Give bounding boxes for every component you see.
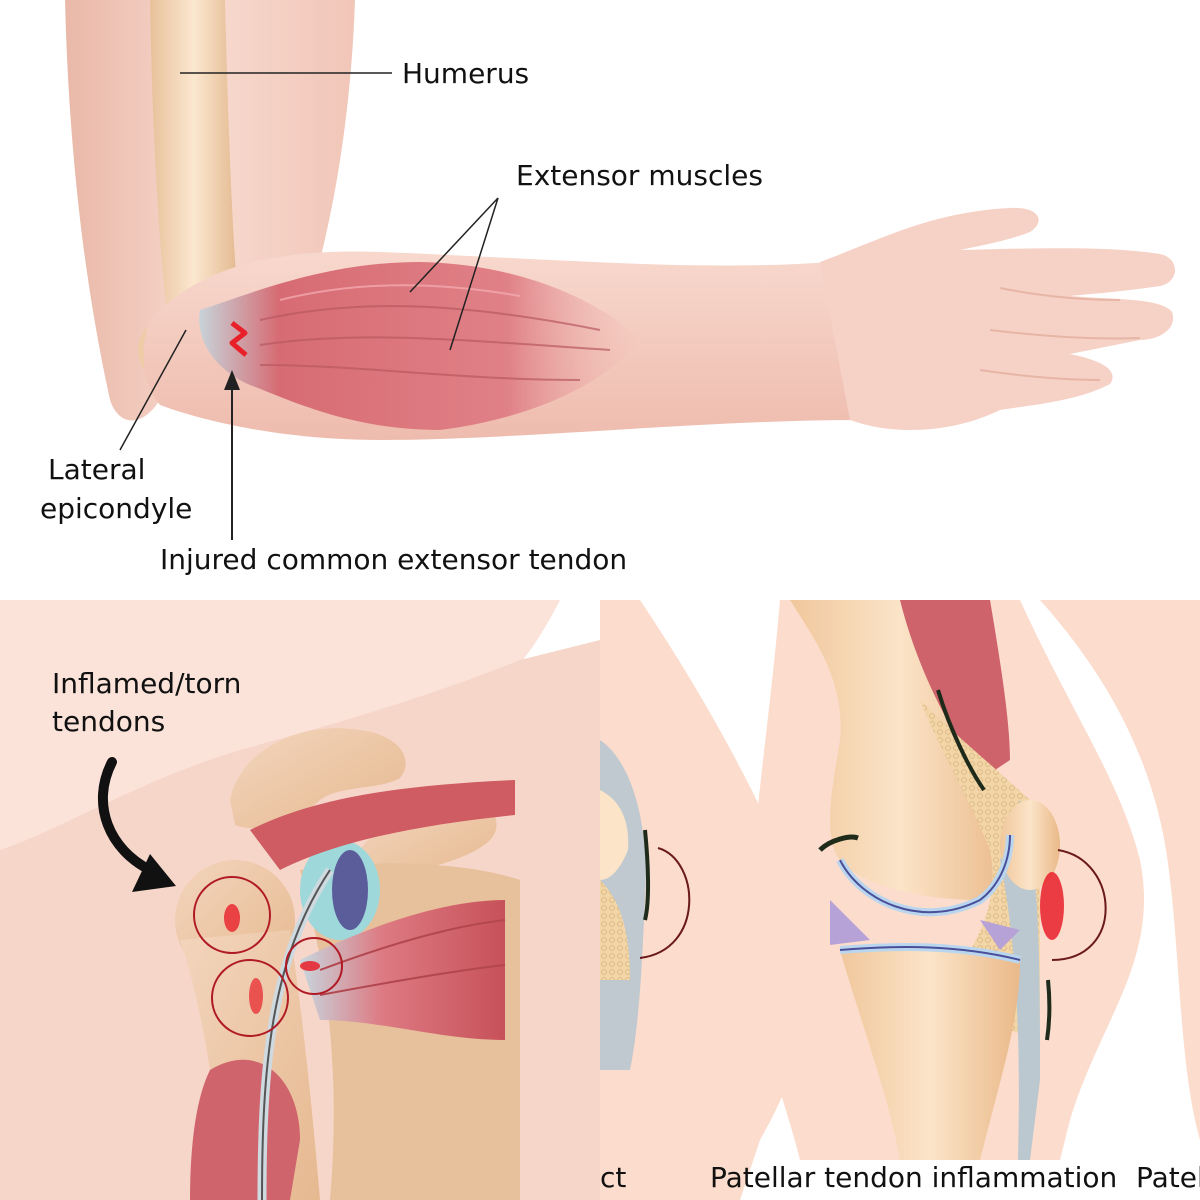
injury-marker-icon — [229, 321, 248, 357]
subscapularis-muscle — [300, 900, 505, 1040]
knee-caption-left-fragment: ct — [600, 1161, 627, 1194]
knee-caption-patellar: Patellar tendon inflammation — [710, 1161, 1118, 1194]
meniscus — [830, 900, 870, 945]
inflamed-torn-label-line1: Inflamed/torn — [52, 667, 242, 700]
inflamed-arrow-shaft — [98, 757, 155, 875]
knee-bursa-arc — [1051, 849, 1107, 961]
shoulder-illustration-panel: Inflamed/torn tendons — [0, 600, 600, 1200]
tendon-arrow-head-icon — [224, 370, 240, 390]
humerus-label: Humerus — [402, 57, 530, 90]
inflamed-tendon-circle-1 — [193, 876, 271, 954]
patellar-inflammation-spot — [1040, 872, 1064, 940]
knee-joint-illustration — [600, 600, 1200, 1200]
elbow-arm-illustration — [65, 0, 1175, 540]
extensor-leader-line-2 — [449, 197, 499, 351]
inflamed-arrow-head-icon — [132, 854, 176, 892]
patella-bone — [1000, 800, 1060, 890]
lateral-epicondyle-label-line1: Lateral — [48, 453, 146, 486]
elbow-illustration-panel: Humerus Extensor muscles Lateral epicond… — [40, 0, 1175, 576]
femur-bone — [790, 600, 1011, 900]
tibia-bone — [840, 947, 1020, 1160]
inflamed-tendon-circle-3 — [285, 937, 343, 995]
biceps-muscle — [190, 1059, 300, 1200]
extensor-muscle-group — [199, 262, 640, 430]
knee-caption-right-fragment: Patel — [1136, 1161, 1200, 1194]
epicondyle-leader-line — [119, 329, 187, 451]
shoulder-joint-illustration — [0, 600, 600, 1200]
inflamed-torn-label-line2: tendons — [52, 705, 166, 738]
knee-skin-left — [600, 600, 813, 1200]
knee-illustration-panel — [600, 600, 1200, 1200]
acromion-bone — [230, 728, 406, 829]
humerus-bone — [150, 0, 238, 337]
inflamed-tendon-circle-2 — [211, 959, 289, 1037]
extensor-muscles-label: Extensor muscles — [516, 159, 763, 192]
extensor-leader-line-1 — [409, 197, 499, 293]
injured-tendon-label: Injured common extensor tendon — [160, 543, 628, 576]
hand-skin — [820, 207, 1175, 431]
supraspinatus-muscle — [250, 780, 515, 870]
left-bursa-arc — [639, 847, 691, 959]
knee-skin-right — [1040, 600, 1200, 1140]
lateral-epicondyle-label-line2: epicondyle — [40, 492, 193, 525]
